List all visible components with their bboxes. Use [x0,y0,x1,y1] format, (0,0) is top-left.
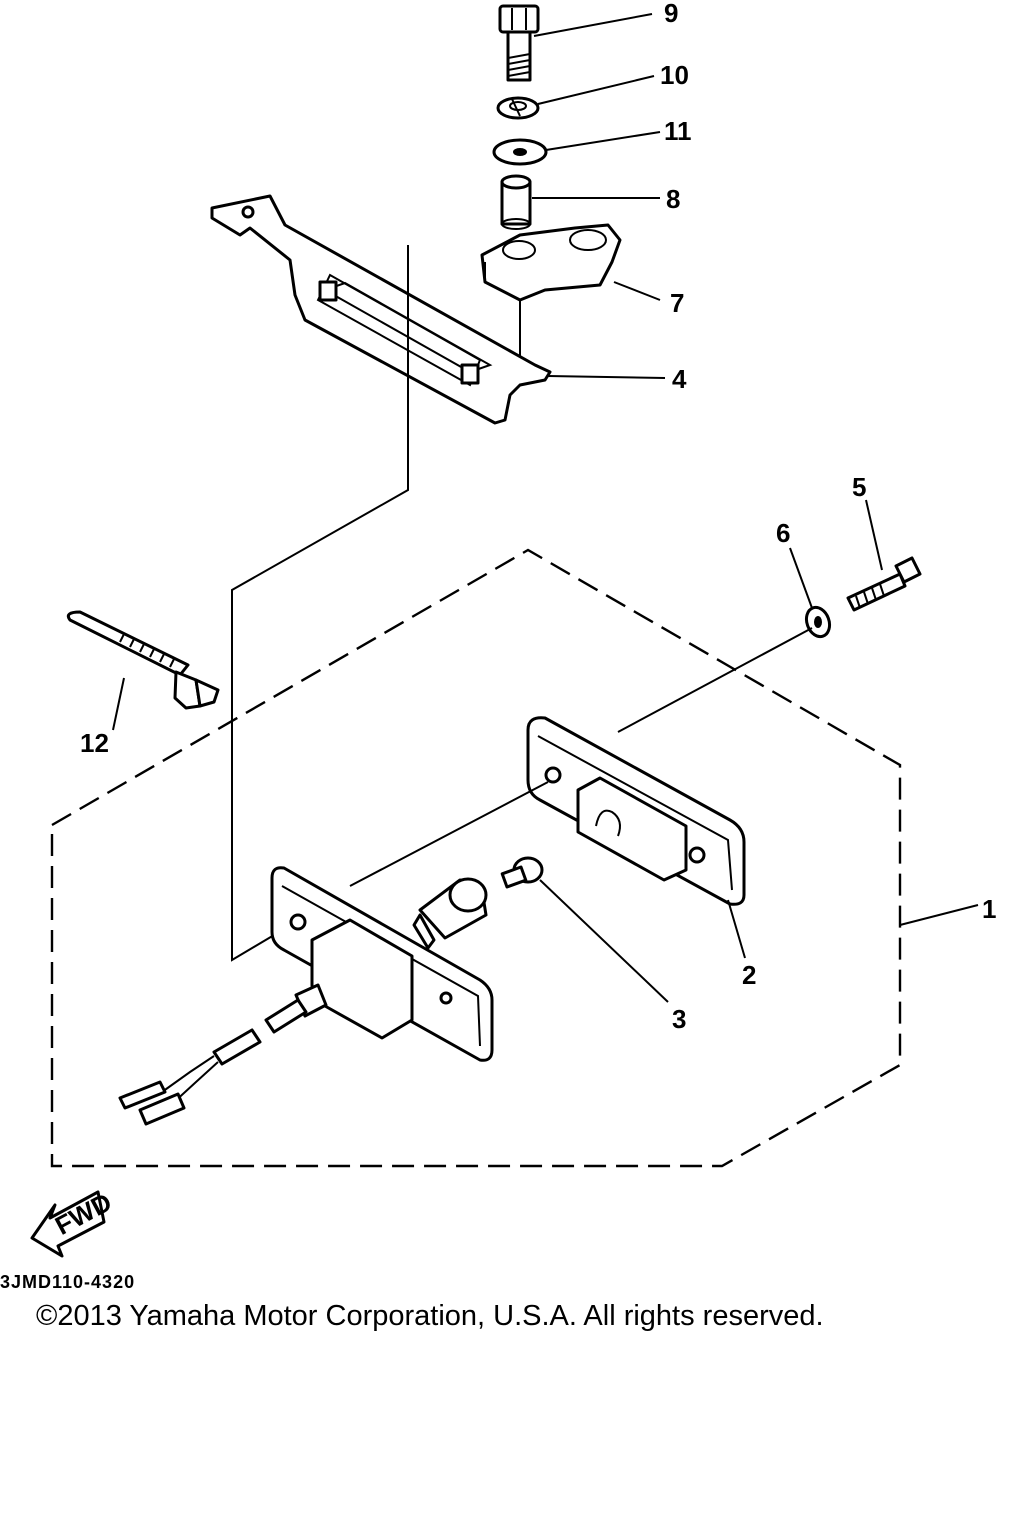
copyright-notice: ©2013 Yamaha Motor Corporation, U.S.A. A… [36,1300,824,1332]
bracket-7 [480,223,622,302]
drawing-code: 3JMD110-4320 [0,1272,136,1292]
assembly-outline [50,548,902,1168]
spring-washer-10 [496,96,540,120]
cable-tie-12 [66,610,220,710]
washer-6 [804,605,832,639]
callout-4: 4 [672,364,687,394]
fwd-arrow: FWD [30,1187,116,1258]
lamp-housing [270,866,494,1062]
wire-harness [118,983,328,1126]
callout-9: 9 [664,0,678,28]
callout-6: 6 [776,518,790,548]
callout-8: 8 [666,184,680,214]
plain-washer-11 [492,138,548,166]
bulb-3 [500,856,544,889]
callout-5: 5 [852,472,866,502]
callout-11: 11 [664,116,692,146]
callout-7: 7 [670,288,684,318]
callout-12: 12 [80,728,109,758]
collar-8 [500,174,532,230]
leader-lines [112,13,979,1003]
callout-10: 10 [660,60,689,90]
plate-bracket-4 [210,194,552,425]
bolt-9 [498,4,540,82]
callout-labels: 9 10 11 8 7 4 5 6 12 2 3 1 [80,0,996,1034]
callout-3: 3 [672,1004,686,1034]
callout-1: 1 [982,894,996,924]
bolt-5 [846,556,922,612]
lens-2 [526,716,746,906]
callout-2: 2 [742,960,756,990]
